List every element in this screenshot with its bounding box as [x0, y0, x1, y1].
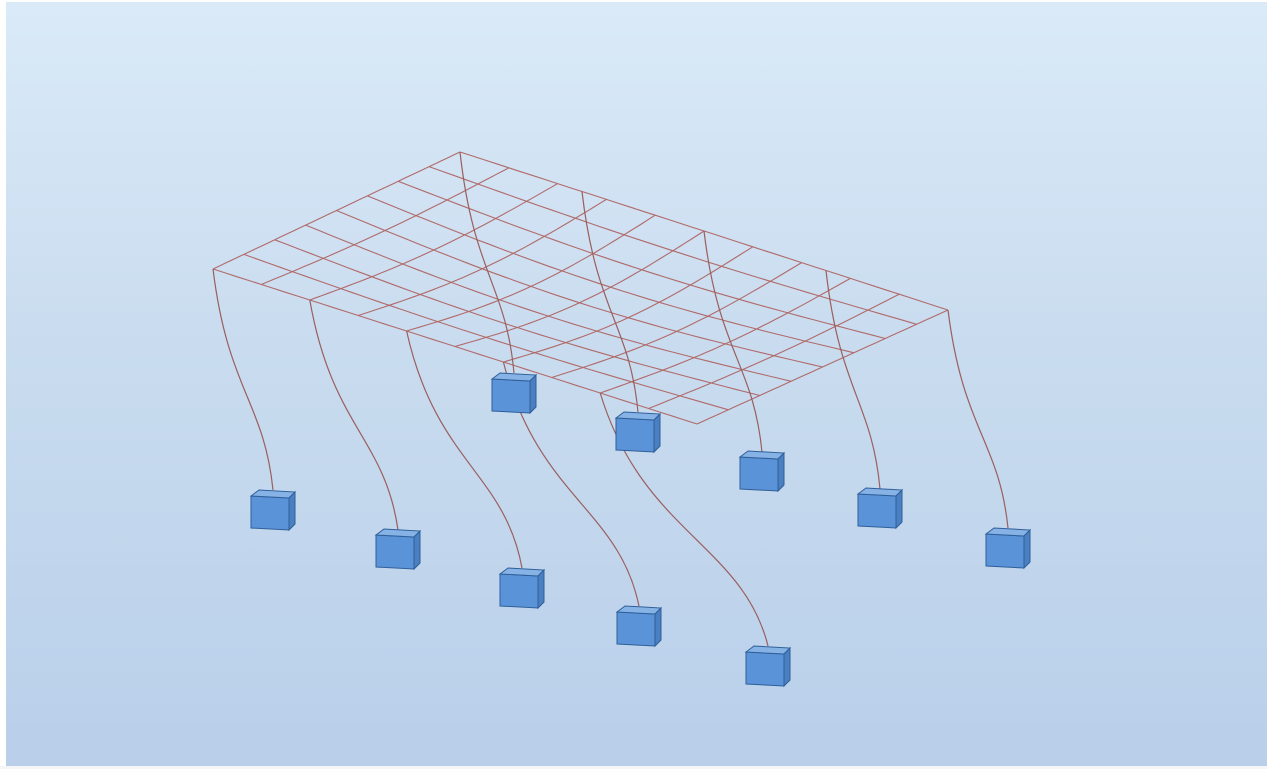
footing-side-face — [537, 568, 545, 610]
footing-block[interactable] — [856, 487, 904, 530]
slab-grid-line — [398, 180, 886, 340]
slab-grid-line — [503, 246, 754, 363]
footing-side-face — [529, 373, 537, 415]
footing-front-face — [375, 534, 415, 570]
column-line — [212, 268, 274, 491]
footing-top-face — [738, 450, 786, 460]
footing-top-face — [856, 487, 904, 497]
slab-grid-line — [406, 214, 656, 332]
slab-grid-line — [648, 293, 900, 410]
footing-side-face — [288, 490, 296, 532]
slab-grid-line — [261, 167, 510, 286]
slab-grid-line — [212, 151, 461, 270]
footing-block[interactable] — [614, 411, 662, 454]
slab-grid-line — [600, 277, 851, 394]
slab-grid-line — [358, 198, 607, 317]
footing-top-face — [374, 528, 422, 538]
footing-block[interactable] — [249, 489, 297, 532]
footing-side-face — [1023, 528, 1031, 570]
footing-top-face — [490, 372, 538, 382]
footing-front-face — [250, 495, 290, 531]
column-line — [309, 299, 399, 531]
footing-top-face — [498, 567, 546, 577]
slab-grid-line — [454, 230, 705, 348]
footing-top-face — [984, 527, 1032, 537]
footing-front-face — [491, 378, 531, 414]
footing-front-face — [857, 493, 897, 529]
footing-block[interactable] — [984, 527, 1032, 570]
footing-front-face — [985, 533, 1025, 569]
footing-side-face — [413, 529, 421, 571]
column-line — [459, 151, 515, 374]
footing-side-face — [654, 606, 662, 648]
slab-grid-line — [305, 224, 792, 382]
deformed-slab-grid — [212, 151, 949, 425]
footing-block[interactable] — [498, 567, 546, 610]
column-line — [947, 309, 1009, 529]
footing-block[interactable] — [490, 372, 538, 415]
footing-top-face — [614, 411, 662, 421]
footing-front-face — [499, 573, 539, 609]
footing-block[interactable] — [744, 645, 792, 688]
footing-side-face — [777, 451, 785, 493]
column-line — [825, 270, 881, 490]
slab-grid-line — [696, 309, 949, 425]
footing-side-face — [783, 646, 791, 688]
footing-front-face — [615, 417, 655, 453]
column-line — [581, 191, 639, 413]
footing-side-face — [895, 488, 903, 530]
footing-top-face — [249, 489, 297, 499]
footing-top-face — [615, 605, 663, 615]
slab-grid-line — [367, 195, 855, 354]
slab-grid-line — [309, 183, 558, 301]
footings — [249, 372, 1032, 688]
footing-top-face — [744, 645, 792, 655]
column-line — [703, 230, 763, 453]
footing-side-face — [653, 412, 661, 454]
window-bottom-border — [0, 766, 1267, 769]
structure-model — [212, 151, 1032, 688]
footing-front-face — [745, 651, 785, 687]
slab-grid-line — [274, 239, 760, 397]
footing-front-face — [616, 611, 656, 647]
footing-block[interactable] — [374, 528, 422, 571]
3d-viewport[interactable] — [6, 2, 1267, 766]
slab-grid-line — [551, 262, 802, 379]
footing-block[interactable] — [615, 605, 663, 648]
footing-block[interactable] — [738, 450, 786, 493]
column-line — [406, 330, 523, 569]
footing-front-face — [739, 456, 779, 492]
columns — [212, 151, 1009, 647]
